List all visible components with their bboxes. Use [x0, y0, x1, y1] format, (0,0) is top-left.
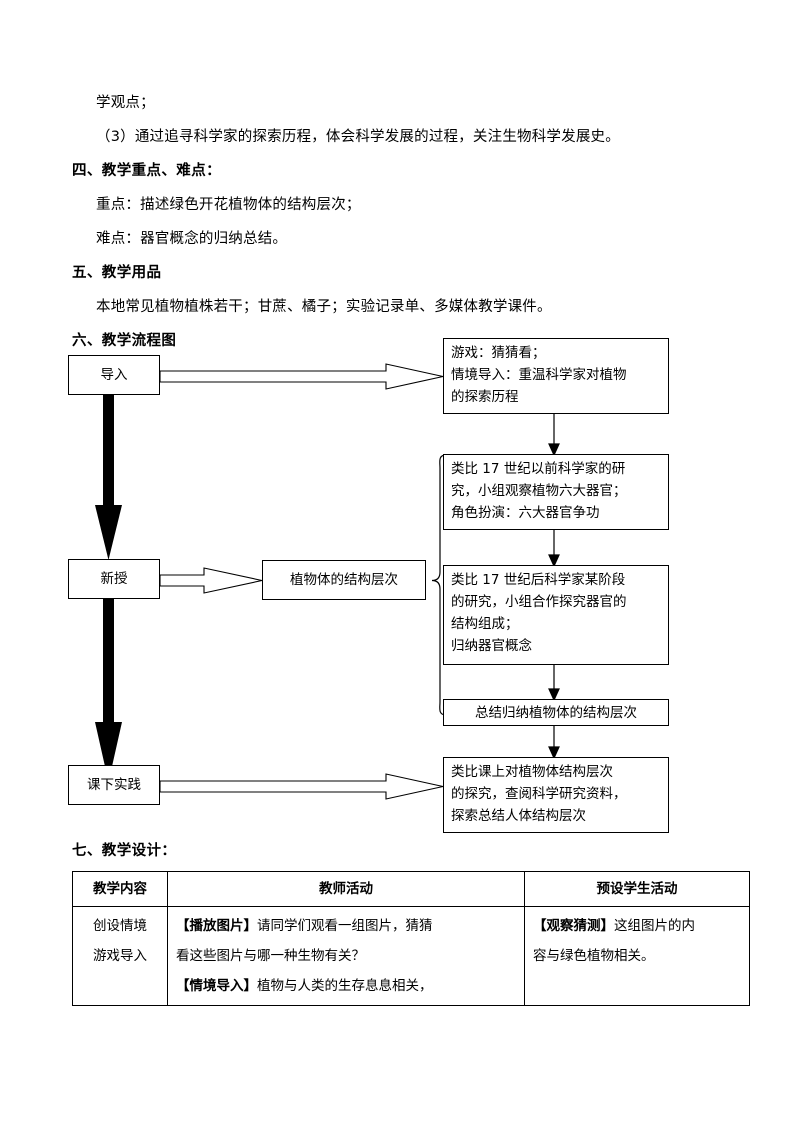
column-header-student: 预设学生活动	[524, 871, 750, 907]
flow-node-new-lesson: 新授	[68, 559, 160, 599]
flow-node-before-17c: 类比 17 世纪以前科学家的研 究，小组观察植物六大器官； 角色扮演：六大器官争…	[443, 454, 669, 530]
cell-emphasis: 【情境导入】	[176, 978, 257, 994]
flow-node-after-class: 课下实践	[68, 765, 160, 805]
cell-teacher-activity: 【播放图片】请同学们观看一组图片，猜猜 看这些图片与哪一种生物有关？ 【情境导入…	[167, 906, 525, 1006]
column-header-teacher: 教师活动	[167, 871, 525, 907]
section-heading-five: 五、教学用品	[72, 265, 162, 281]
column-header-content: 教学内容	[72, 871, 168, 907]
prose-block: 学观点； （3）通过追寻科学家的探索历程，体会科学发展的过程，关注生物科学发展史…	[72, 86, 732, 358]
cell-emphasis: 【播放图片】	[176, 918, 257, 934]
flow-node-intro-activity: 游戏：猜猜看； 情境导入：重温科学家对植物 的探索历程	[443, 338, 669, 414]
teaching-design-table: 教学内容 教师活动 预设学生活动 创设情境 游戏导入 【播放图片】请同学们观看一…	[72, 871, 750, 1006]
prose-line: 本地常见植物植株若干；甘蔗、橘子；实验记录单、多媒体教学课件。	[96, 299, 552, 315]
cell-line: 看这些图片与哪一种生物有关？	[176, 941, 516, 971]
prose-line: 学观点；	[96, 95, 155, 111]
flow-node-summary: 总结归纳植物体的结构层次	[443, 699, 669, 726]
section-heading-six: 六、教学流程图	[72, 333, 177, 349]
cell-text: 这组图片的内	[614, 918, 695, 934]
cell-text: 请同学们观看一组图片，猜猜	[257, 918, 433, 934]
section-heading-seven: 七、教学设计：	[72, 843, 177, 859]
cell-student-activity: 【观察猜测】这组图片的内 容与绿色植物相关。	[524, 906, 750, 1006]
cell-line: 游戏导入	[93, 948, 147, 964]
table-row: 创设情境 游戏导入 【播放图片】请同学们观看一组图片，猜猜 看这些图片与哪一种生…	[72, 906, 750, 1006]
flow-node-structure-levels: 植物体的结构层次	[262, 560, 426, 600]
cell-line: 容与绿色植物相关。	[533, 941, 741, 971]
cell-text: 看这些图片与哪一种生物有关？	[176, 948, 365, 964]
prose-line: （3）通过追寻科学家的探索历程，体会科学发展的过程，关注生物科学发展史。	[96, 129, 620, 145]
flow-node-homework: 类比课上对植物体结构层次 的探究，查阅科学研究资料， 探索总结人体结构层次	[443, 757, 669, 833]
cell-content: 创设情境 游戏导入	[72, 906, 168, 1006]
cell-emphasis: 【观察猜测】	[533, 918, 614, 934]
flow-node-import: 导入	[68, 355, 160, 395]
table-header-row: 教学内容 教师活动 预设学生活动	[72, 871, 750, 907]
flow-node-after-17c: 类比 17 世纪后科学家某阶段 的研究，小组合作探究器官的 结构组成； 归纳器官…	[443, 565, 669, 665]
cell-line: 创设情境	[93, 918, 147, 934]
cell-line: 【观察猜测】这组图片的内	[533, 911, 741, 941]
prose-line: 重点：描述绿色开花植物体的结构层次；	[96, 197, 361, 213]
cell-line: 【播放图片】请同学们观看一组图片，猜猜	[176, 911, 516, 941]
prose-line: 难点：器官概念的归纳总结。	[96, 231, 288, 247]
cell-line: 【情境导入】植物与人类的生存息息相关，	[176, 971, 516, 1001]
section-heading-four: 四、教学重点、难点：	[72, 163, 221, 179]
cell-text: 植物与人类的生存息息相关，	[257, 978, 433, 994]
cell-text: 容与绿色植物相关。	[533, 948, 655, 964]
